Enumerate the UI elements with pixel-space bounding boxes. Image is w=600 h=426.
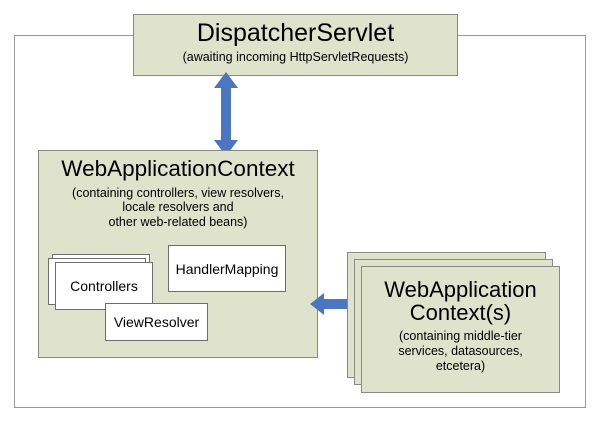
root-contexts-subtitle: (containing middle-tier services, dataso… (362, 329, 559, 373)
root-contexts-title: WebApplication Context(s) (362, 278, 559, 324)
web-application-context-subtitle-line3: other web-related beans) (108, 215, 248, 230)
dispatcher-to-web-context-arrow (214, 72, 238, 156)
web-application-context-subtitle: (containing controllers, view resolvers,… (39, 186, 317, 230)
handler-mapping-box[interactable]: HandlerMapping (168, 245, 286, 292)
root-contexts-title-line1: WebApplication (384, 277, 537, 302)
dispatcher-servlet-title: DispatcherServlet (196, 19, 395, 47)
root-contexts-subtitle-line3: etcetera) (435, 358, 486, 373)
web-application-context-title: WebApplicationContext (61, 156, 295, 181)
controllers-label: Controllers (70, 278, 138, 294)
root-contexts-title-line2: Context(s) (409, 300, 512, 326)
dispatcher-servlet-box[interactable]: DispatcherServlet (awaiting incoming Htt… (133, 14, 458, 76)
handler-mapping-label: HandlerMapping (175, 260, 279, 277)
root-contexts-subtitle-line1: (containing middle-tier (399, 329, 522, 344)
root-contexts-subtitle-line2: services, datasources, (398, 343, 523, 358)
web-application-context-subtitle-line1: (containing controllers, view resolvers, (72, 185, 284, 200)
root-contexts-box[interactable]: WebApplication Context(s) (containing mi… (361, 266, 560, 393)
controllers-box[interactable]: Controllers (55, 262, 153, 310)
dispatcher-servlet-subtitle: (awaiting incoming HttpServletRequests) (182, 50, 409, 65)
view-resolver-box[interactable]: ViewResolver (105, 303, 208, 341)
web-application-context-subtitle-line2: locale resolvers and (122, 200, 234, 215)
view-resolver-label: ViewResolver (113, 314, 200, 330)
